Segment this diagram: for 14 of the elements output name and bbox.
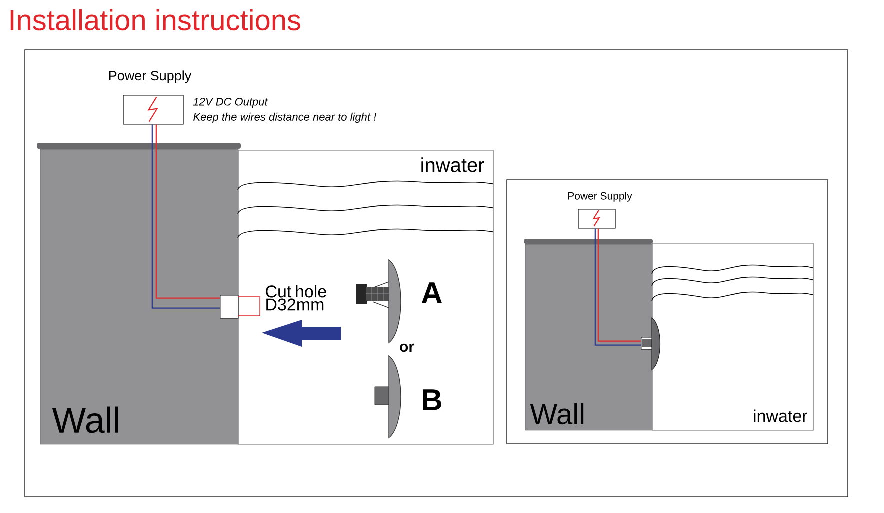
label: or — [400, 344, 414, 352]
label: B — [423, 390, 442, 410]
heading: Power Supply — [109, 70, 192, 84]
note: Keep the wires distance near to light ! — [194, 112, 376, 124]
wall-label: Wall — [530, 403, 584, 425]
heading: Power Supply — [568, 192, 632, 202]
title: Installation instructions — [10, 9, 300, 31]
label: A — [422, 282, 442, 304]
wall-label: Wall — [52, 406, 118, 434]
label: Cut hole D32mm — [266, 285, 326, 311]
water-label: inwater — [754, 410, 808, 422]
note: 12V DC Output — [194, 98, 268, 108]
wall-hole — [220, 295, 239, 319]
water-label: inwater — [422, 158, 484, 172]
